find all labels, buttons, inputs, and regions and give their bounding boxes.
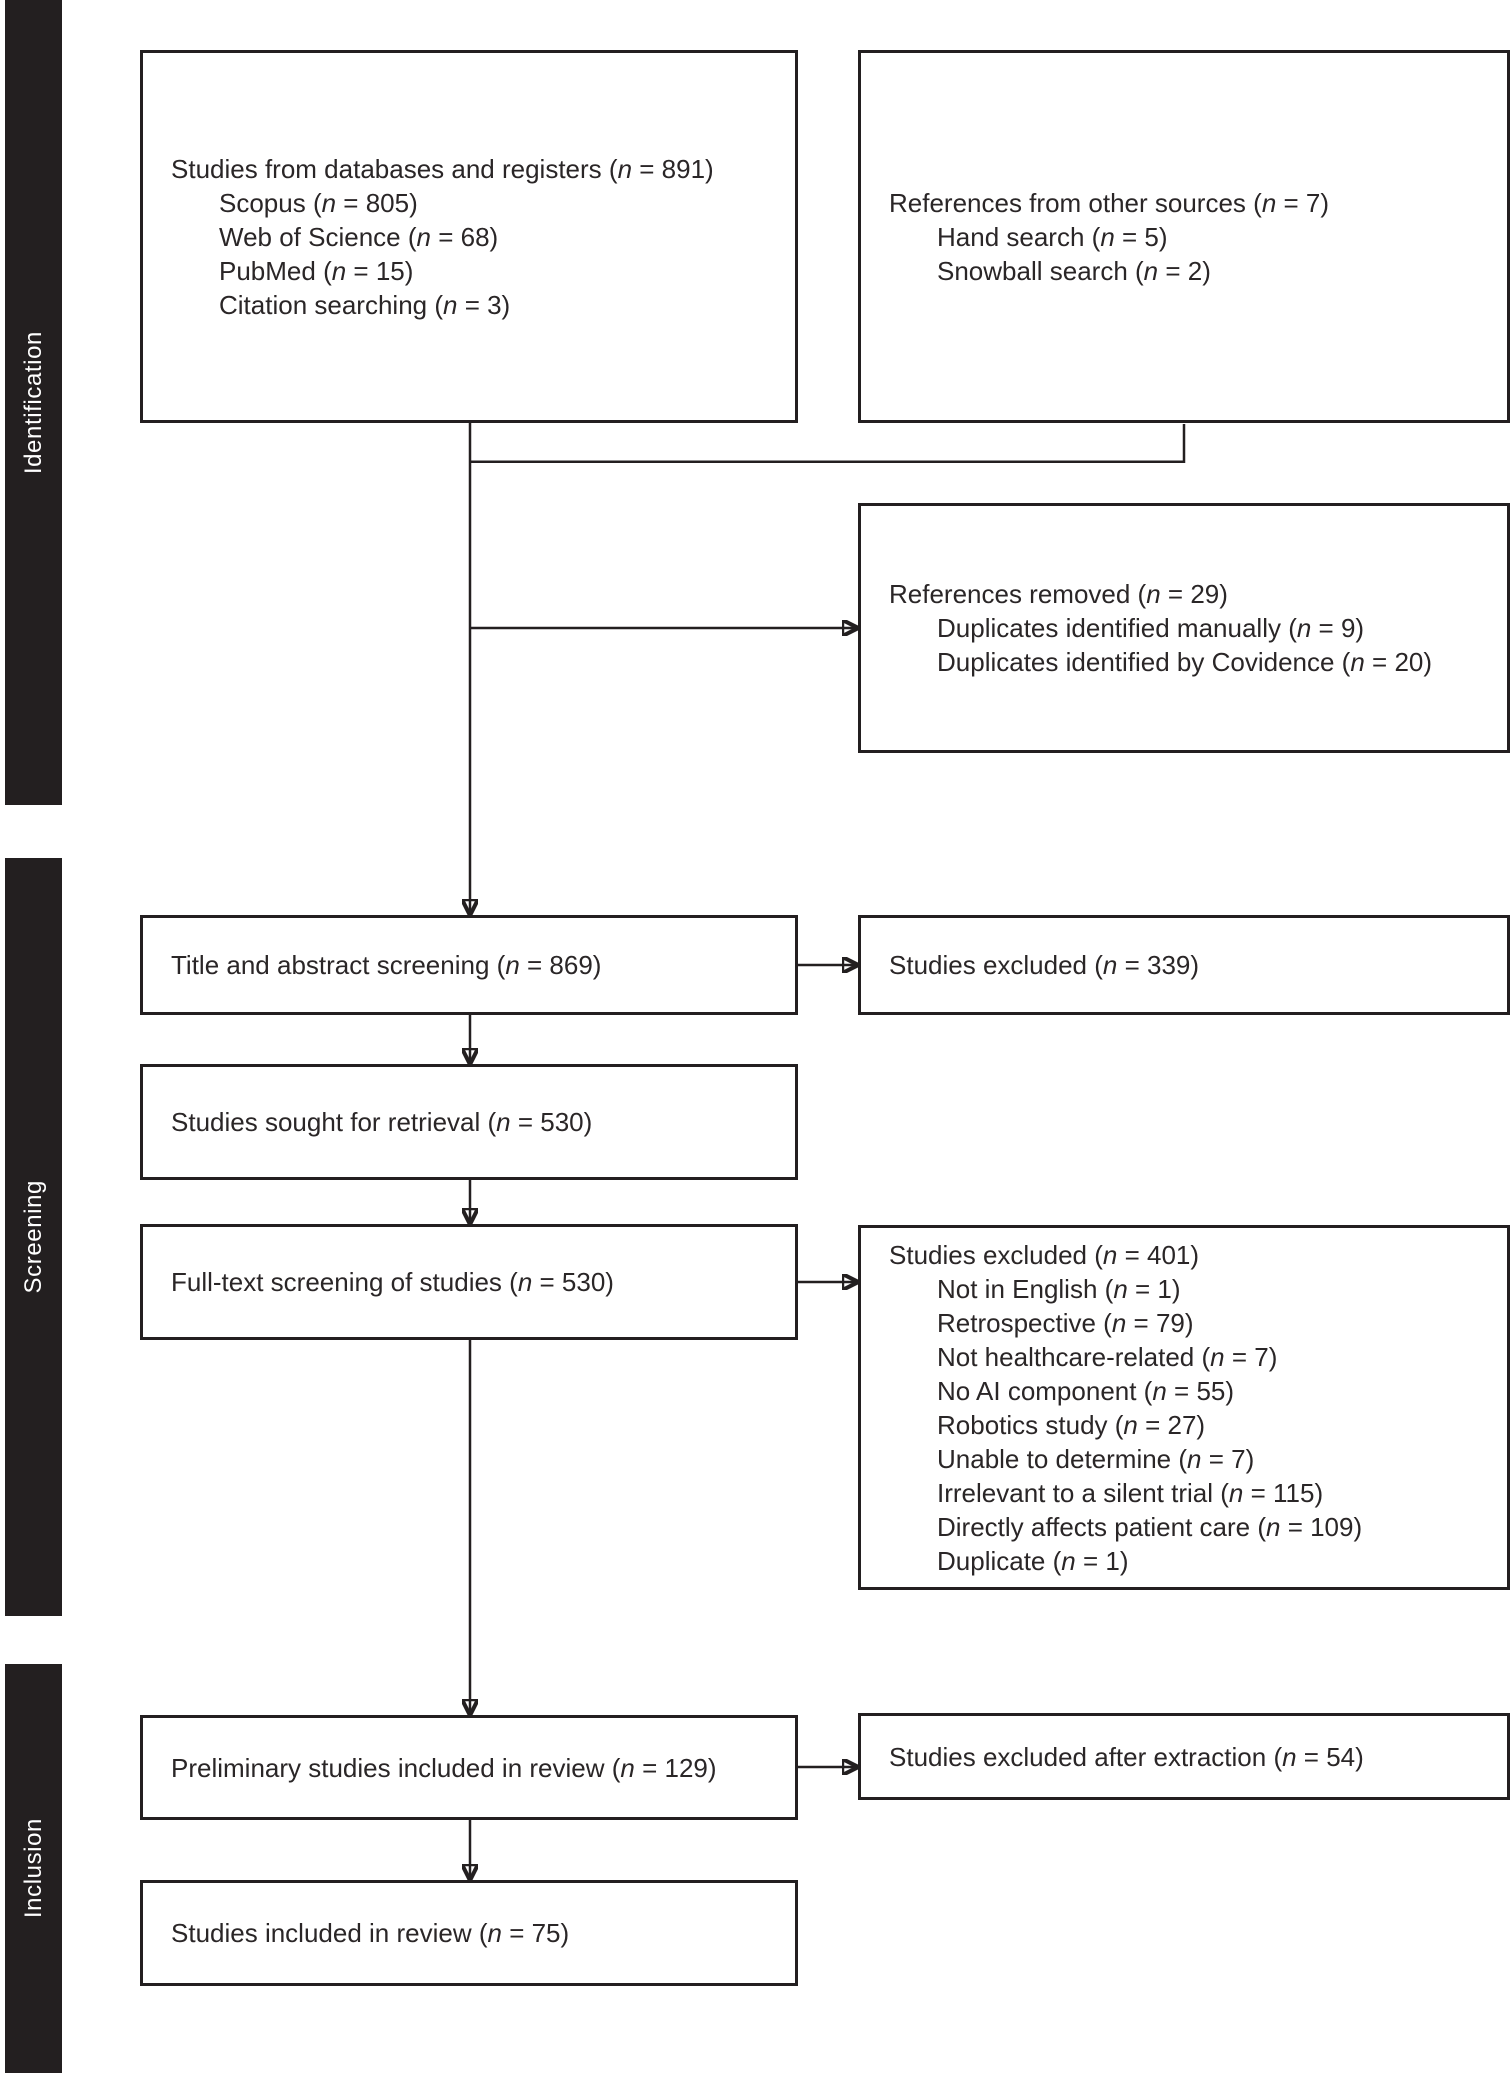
box-text-line: Studies excluded (n = 401) [889,1239,1200,1270]
box-studies-excluded-screening: Studies excluded (n = 339) [858,915,1510,1015]
box-text-line: Studies included in review (n = 75) [171,1918,570,1948]
box-text-line: Duplicates identified manually (n = 9) [937,613,1365,643]
box-text-line: No AI component (n = 55) [937,1375,1235,1406]
box-text-line: Web of Science (n = 68) [219,221,499,252]
box-text-line: Preliminary studies included in review (… [171,1752,717,1783]
box-text-line: Citation searching (n = 3) [219,289,511,320]
box-text-line: Studies from databases and registers (n … [171,153,714,184]
stage-bar-screening: Screening [5,858,62,1616]
box-text-line: Hand search (n = 5) [937,221,1168,252]
box-text-line: PubMed (n = 15) [219,255,414,286]
box-text-line: Snowball search (n = 2) [937,255,1211,286]
box-studies-included-review: Studies included in review (n = 75) [140,1880,798,1986]
box-text-line: Irrelevant to a silent trial (n = 115) [937,1477,1324,1508]
box-studies-sought-retrieval: Studies sought for retrieval (n = 530) [140,1064,798,1180]
box-text-line: Robotics study (n = 27) [937,1409,1206,1440]
box-text-line: Not healthcare-related (n = 7) [937,1341,1278,1372]
box-studies-excluded-extraction: Studies excluded after extraction (n = 5… [858,1713,1510,1800]
box-studies-from-databases: Studies from databases and registers (n … [140,50,798,423]
stage-bar-identification: Identification [5,0,62,805]
box-text-line: Retrospective (n = 79) [937,1307,1194,1338]
box-text-line: Not in English (n = 1) [937,1273,1181,1304]
box-text-line: Scopus (n = 805) [219,187,418,218]
box-text-line: Studies sought for retrieval (n = 530) [171,1107,593,1137]
box-fulltext-screening: Full-text screening of studies (n = 530) [140,1224,798,1340]
box-studies-excluded-fulltext: Studies excluded (n = 401)Not in English… [858,1225,1510,1590]
box-references-other-sources: References from other sources (n = 7)Han… [858,50,1510,423]
box-title-abstract-screening: Title and abstract screening (n = 869) [140,915,798,1015]
box-text-line: Directly affects patient care (n = 109) [937,1511,1363,1542]
connector-other-sources-join [470,424,1186,463]
box-text-line: Studies excluded (n = 339) [889,950,1200,980]
box-text-line: Duplicate (n = 1) [937,1545,1129,1576]
box-text-line: Title and abstract screening (n = 869) [171,950,602,980]
box-text-line: Unable to determine (n = 7) [937,1443,1255,1474]
box-preliminary-studies-included: Preliminary studies included in review (… [140,1715,798,1820]
box-references-removed: References removed (n = 29) Duplicates id… [858,503,1510,753]
box-text-line: References from other sources (n = 7) [889,187,1330,218]
box-text-line: References removed (n = 29) [889,579,1228,609]
stage-bar-inclusion: Inclusion [5,1664,62,2073]
box-text-line: Studies excluded after extraction (n = 5… [889,1741,1364,1772]
box-text-line: Full-text screening of studies (n = 530) [171,1267,614,1297]
box-text-line: Duplicates identified by Covidence (n = … [937,647,1433,677]
